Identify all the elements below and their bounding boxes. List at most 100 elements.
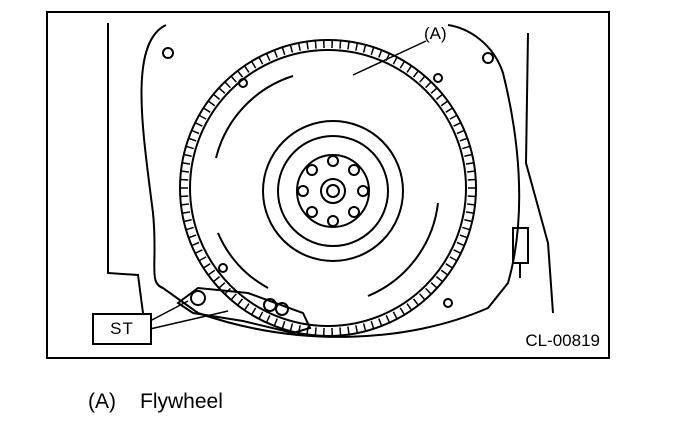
figure-frame: (A) ST CL-00819 [46, 11, 610, 359]
ring-gear-tooth [281, 47, 286, 56]
ring-gear-tooth [314, 327, 317, 336]
ring-gear-tooth [464, 153, 473, 158]
ring-gear-tooth [258, 311, 264, 320]
ring-gear-tooth [378, 318, 383, 327]
ring-gear-tooth [435, 276, 444, 283]
ring-gear-tooth [180, 203, 189, 206]
ring-gear-tooth [425, 287, 432, 295]
engine-block-edge-left [107, 23, 144, 314]
ring-gear-tooth [378, 49, 383, 58]
legend-key: (A) [88, 390, 116, 413]
legend: (A) Flywheel [88, 390, 223, 414]
ring-gear-tooth [362, 323, 367, 332]
ring-gear-tooth [203, 107, 211, 113]
ring-gear-tooth [430, 87, 438, 94]
ring-gear-tooth [289, 323, 294, 332]
ring-gear-tooth [412, 298, 419, 306]
legend-label: Flywheel [140, 390, 223, 413]
ring-gear-tooth [347, 326, 350, 335]
ring-gear-tooth [224, 287, 231, 295]
ring-gear-tooth [265, 315, 271, 323]
ring-gear-inner [189, 49, 467, 327]
ring-gear-tooth [273, 49, 278, 58]
ring-gear-tooth [347, 41, 350, 50]
ring-gear-tooth [182, 162, 191, 165]
ring-gear-tooth [237, 298, 244, 306]
ring-gear-tooth [306, 41, 309, 50]
ring-gear-tooth [306, 326, 309, 335]
ring-gear-tooth [459, 234, 468, 239]
ring-gear-tooth [237, 70, 244, 78]
ring-gear-tooth [435, 93, 444, 100]
figure-code: CL-00819 [525, 331, 600, 350]
st-leader-2 [149, 310, 229, 330]
ring-gear-tooth [465, 211, 474, 214]
flywheel-center [320, 178, 346, 204]
ring-gear-tooth [198, 256, 207, 262]
ring-gear-tooth [339, 327, 342, 336]
ring-gear-tooth [194, 122, 203, 127]
st-leader-1 [149, 300, 189, 322]
special-tool-label: ST [92, 313, 152, 345]
ring-gear-tooth [339, 40, 342, 49]
ring-gear-tooth [212, 276, 221, 283]
ring-gear-tooth [453, 122, 462, 127]
ring-gear-tooth [419, 75, 426, 83]
ring-gear-tooth [385, 53, 391, 61]
ring-gear-tooth [462, 226, 471, 231]
ring-gear-tooth [230, 293, 237, 301]
ring-gear-tooth [230, 75, 237, 83]
ring-gear-tooth [207, 100, 216, 107]
ring-gear-tooth [467, 170, 476, 173]
ring-gear-tooth [191, 241, 200, 247]
callout-a-leader [352, 40, 427, 76]
ring-gear-tooth [385, 315, 391, 323]
ring-gear-tooth [198, 114, 207, 120]
ring-gear-tooth [459, 137, 468, 142]
ring-gear-tooth [449, 256, 458, 262]
ring-gear-tooth [297, 325, 301, 334]
ring-gear-tooth [440, 100, 449, 107]
ring-gear-tooth [185, 145, 194, 150]
ring-gear-tooth [265, 53, 271, 61]
ring-gear-tooth [399, 60, 406, 69]
ring-gear-tooth [289, 44, 294, 53]
engine-block-outline [140, 24, 521, 338]
ring-gear-tooth [406, 65, 413, 73]
ring-gear-tooth [258, 56, 264, 65]
flywheel-drawing: (A) [107, 23, 554, 338]
ring-gear-tooth [182, 211, 191, 214]
ring-gear-tooth [297, 42, 301, 51]
flywheel-hub-inner [277, 135, 389, 247]
ring-gear-tooth [406, 303, 413, 311]
ring-gear-tooth [449, 114, 458, 120]
ring-gear-tooth [419, 293, 426, 301]
ring-gear-tooth [281, 320, 286, 329]
ring-gear-tooth [273, 318, 278, 327]
ring-gear-tooth [191, 129, 200, 135]
ring-gear-tooth [465, 162, 474, 165]
ring-gear-tooth [370, 47, 375, 56]
ring-gear-tooth [194, 249, 203, 254]
ring-gear-tooth [370, 320, 375, 329]
ring-gear-tooth [203, 263, 211, 269]
ring-gear-tooth [243, 303, 250, 311]
ring-gear-tooth [314, 40, 317, 49]
ring-gear-tooth [392, 56, 398, 65]
ring-gear-tooth [412, 70, 419, 78]
ring-gear-tooth [399, 307, 406, 316]
ring-gear-tooth [440, 269, 449, 276]
ring-gear-tooth [188, 234, 197, 239]
ring-gear-tooth [464, 218, 473, 223]
ring-gear-tooth [445, 107, 453, 113]
ring-gear-tooth [250, 60, 257, 69]
ring-gear-tooth [355, 42, 359, 51]
ring-gear-tooth [392, 311, 398, 320]
ring-gear-tooth [188, 137, 197, 142]
ring-gear-tooth [467, 203, 476, 206]
ring-gear-tooth [456, 241, 465, 247]
ring-gear-tooth [425, 81, 432, 89]
ring-gear-tooth [430, 282, 438, 289]
flywheel-hub-outer [262, 120, 404, 262]
ring-gear-tooth [185, 226, 194, 231]
